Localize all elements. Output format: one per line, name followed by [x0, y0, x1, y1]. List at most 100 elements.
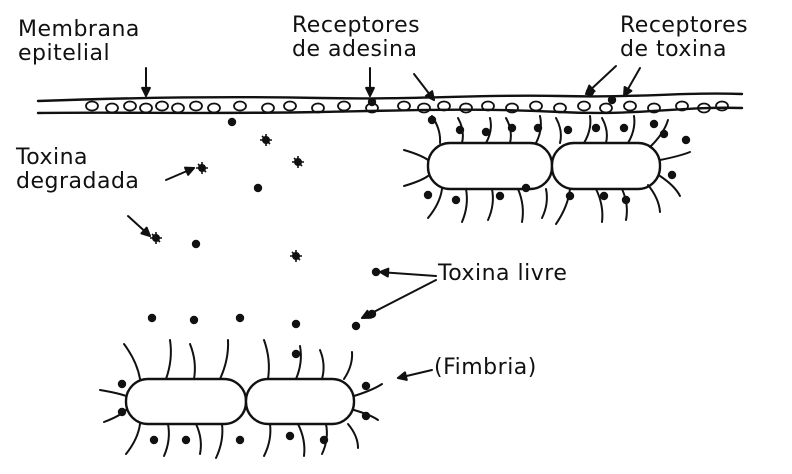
degraded-toxin-spikes: [150, 232, 162, 244]
toxin-dot: [592, 124, 600, 132]
membrana-epitelial-label: Membrana epitelial: [18, 18, 140, 66]
toxin-dot: [362, 412, 370, 420]
toxin-dot: [150, 436, 158, 444]
fimbria-hair: [164, 424, 169, 456]
membrane-receptor: [172, 104, 184, 113]
toxin-dot: [236, 314, 244, 322]
toxin-dot: [660, 130, 668, 138]
fimbria-hair: [320, 350, 324, 379]
membrane-receptor: [234, 102, 246, 111]
toxin-dot: [668, 171, 676, 179]
fimbria-hair: [556, 118, 561, 143]
degraded-toxin: [196, 162, 208, 174]
degraded-toxin-spikes: [292, 156, 304, 168]
fimbria-hair: [166, 340, 171, 379]
fimbria-hair: [100, 390, 126, 396]
fimbria-hair: [660, 176, 680, 196]
toxin-dot: [496, 192, 504, 200]
toxin-dot: [456, 126, 464, 134]
membrane-receptor: [262, 104, 274, 113]
toxin-dot: [228, 118, 236, 126]
fimbria-label: (Fimbria): [434, 356, 537, 380]
fimbria-hair: [126, 424, 140, 454]
fimbria-hair: [602, 118, 607, 143]
toxin-dot: [192, 240, 200, 248]
toxin-dot: [424, 191, 432, 199]
membrane-receptor: [190, 102, 202, 111]
toxin-dot: [650, 120, 658, 128]
membrane-receptors: [86, 102, 728, 113]
toxin-dot: [352, 322, 360, 330]
toxin-dot: [600, 192, 608, 200]
fimbria-arrow-head: [398, 372, 407, 380]
membrane-receptor: [578, 102, 590, 111]
fimbria-hair: [264, 340, 269, 379]
toxin-dot: [566, 192, 574, 200]
toxin-dot: [368, 98, 376, 106]
membrane-receptor: [624, 102, 636, 111]
toxin-dot: [236, 436, 244, 444]
toxin-dot: [362, 382, 370, 390]
toxin-dot: [286, 432, 294, 440]
membrane-receptor: [140, 104, 152, 113]
toxin-dot: [292, 350, 300, 358]
fimbria-hair: [462, 189, 467, 222]
fimbria-hair: [542, 189, 547, 218]
fimbria-hair: [518, 189, 523, 222]
fimbria-hair: [344, 352, 352, 379]
degraded-toxin: [292, 156, 304, 168]
fimbria-hair: [196, 424, 201, 454]
fimbria-hair: [622, 189, 627, 220]
fimbria-hair: [628, 116, 634, 143]
toxina-degradada-label: Toxina degradada: [16, 146, 139, 194]
livre-arrow-head: [380, 269, 388, 277]
membrane-upper-line: [38, 94, 742, 101]
toxin-dot: [620, 124, 628, 132]
bacterium-lower-left: [126, 379, 246, 424]
membrane-receptor: [600, 104, 612, 113]
degraded-toxin: [290, 250, 302, 262]
fimbria-hair: [648, 185, 660, 212]
toxin-dot: [292, 320, 300, 328]
membrane-receptor: [460, 104, 472, 113]
membrane-receptor: [284, 102, 296, 111]
toxin-dot: [508, 124, 516, 132]
degradada-arrow-head: [185, 168, 194, 175]
fimbria-hair: [124, 344, 140, 379]
toxin-dot: [452, 196, 460, 204]
membrane-receptor: [530, 102, 542, 111]
fimbria-hair: [220, 340, 228, 379]
membrane-receptor: [106, 104, 118, 113]
livre-arrow-2-shaft: [362, 280, 436, 318]
toxin-dot: [534, 124, 542, 132]
fimbria-hair: [190, 344, 195, 379]
toxin-dot: [482, 128, 490, 136]
degraded-toxin-spikes: [290, 250, 302, 262]
membrane-receptor: [156, 102, 168, 111]
fimbria-hair: [348, 424, 358, 448]
bacterium-upper-left: [428, 143, 552, 189]
toxin-dot: [254, 184, 262, 192]
fimbria-hair: [264, 424, 270, 456]
toxina-livre-label: Toxina livre: [438, 262, 567, 286]
fimbria-hair: [298, 424, 304, 456]
degraded-toxin: [150, 232, 162, 244]
toxin-dot: [320, 436, 328, 444]
toxin-dot: [148, 314, 156, 322]
membrane-receptor: [716, 102, 728, 111]
toxin-dot: [118, 408, 126, 416]
toxin-dot: [564, 126, 572, 134]
degraded-toxin-spikes: [260, 134, 272, 146]
toxin-dot: [682, 136, 690, 144]
fimbria-hair: [404, 150, 428, 160]
membrane-receptor: [86, 102, 98, 111]
bacteria-group: [126, 143, 660, 424]
membrane-receptor: [338, 102, 350, 111]
membrana-arrow-head: [142, 88, 150, 96]
adesina-arrow-head: [366, 88, 374, 96]
bacterium-lower-right: [246, 379, 354, 424]
toxin-dot: [522, 184, 530, 192]
toxin-dot: [428, 116, 436, 124]
membrane-receptor: [124, 102, 136, 111]
